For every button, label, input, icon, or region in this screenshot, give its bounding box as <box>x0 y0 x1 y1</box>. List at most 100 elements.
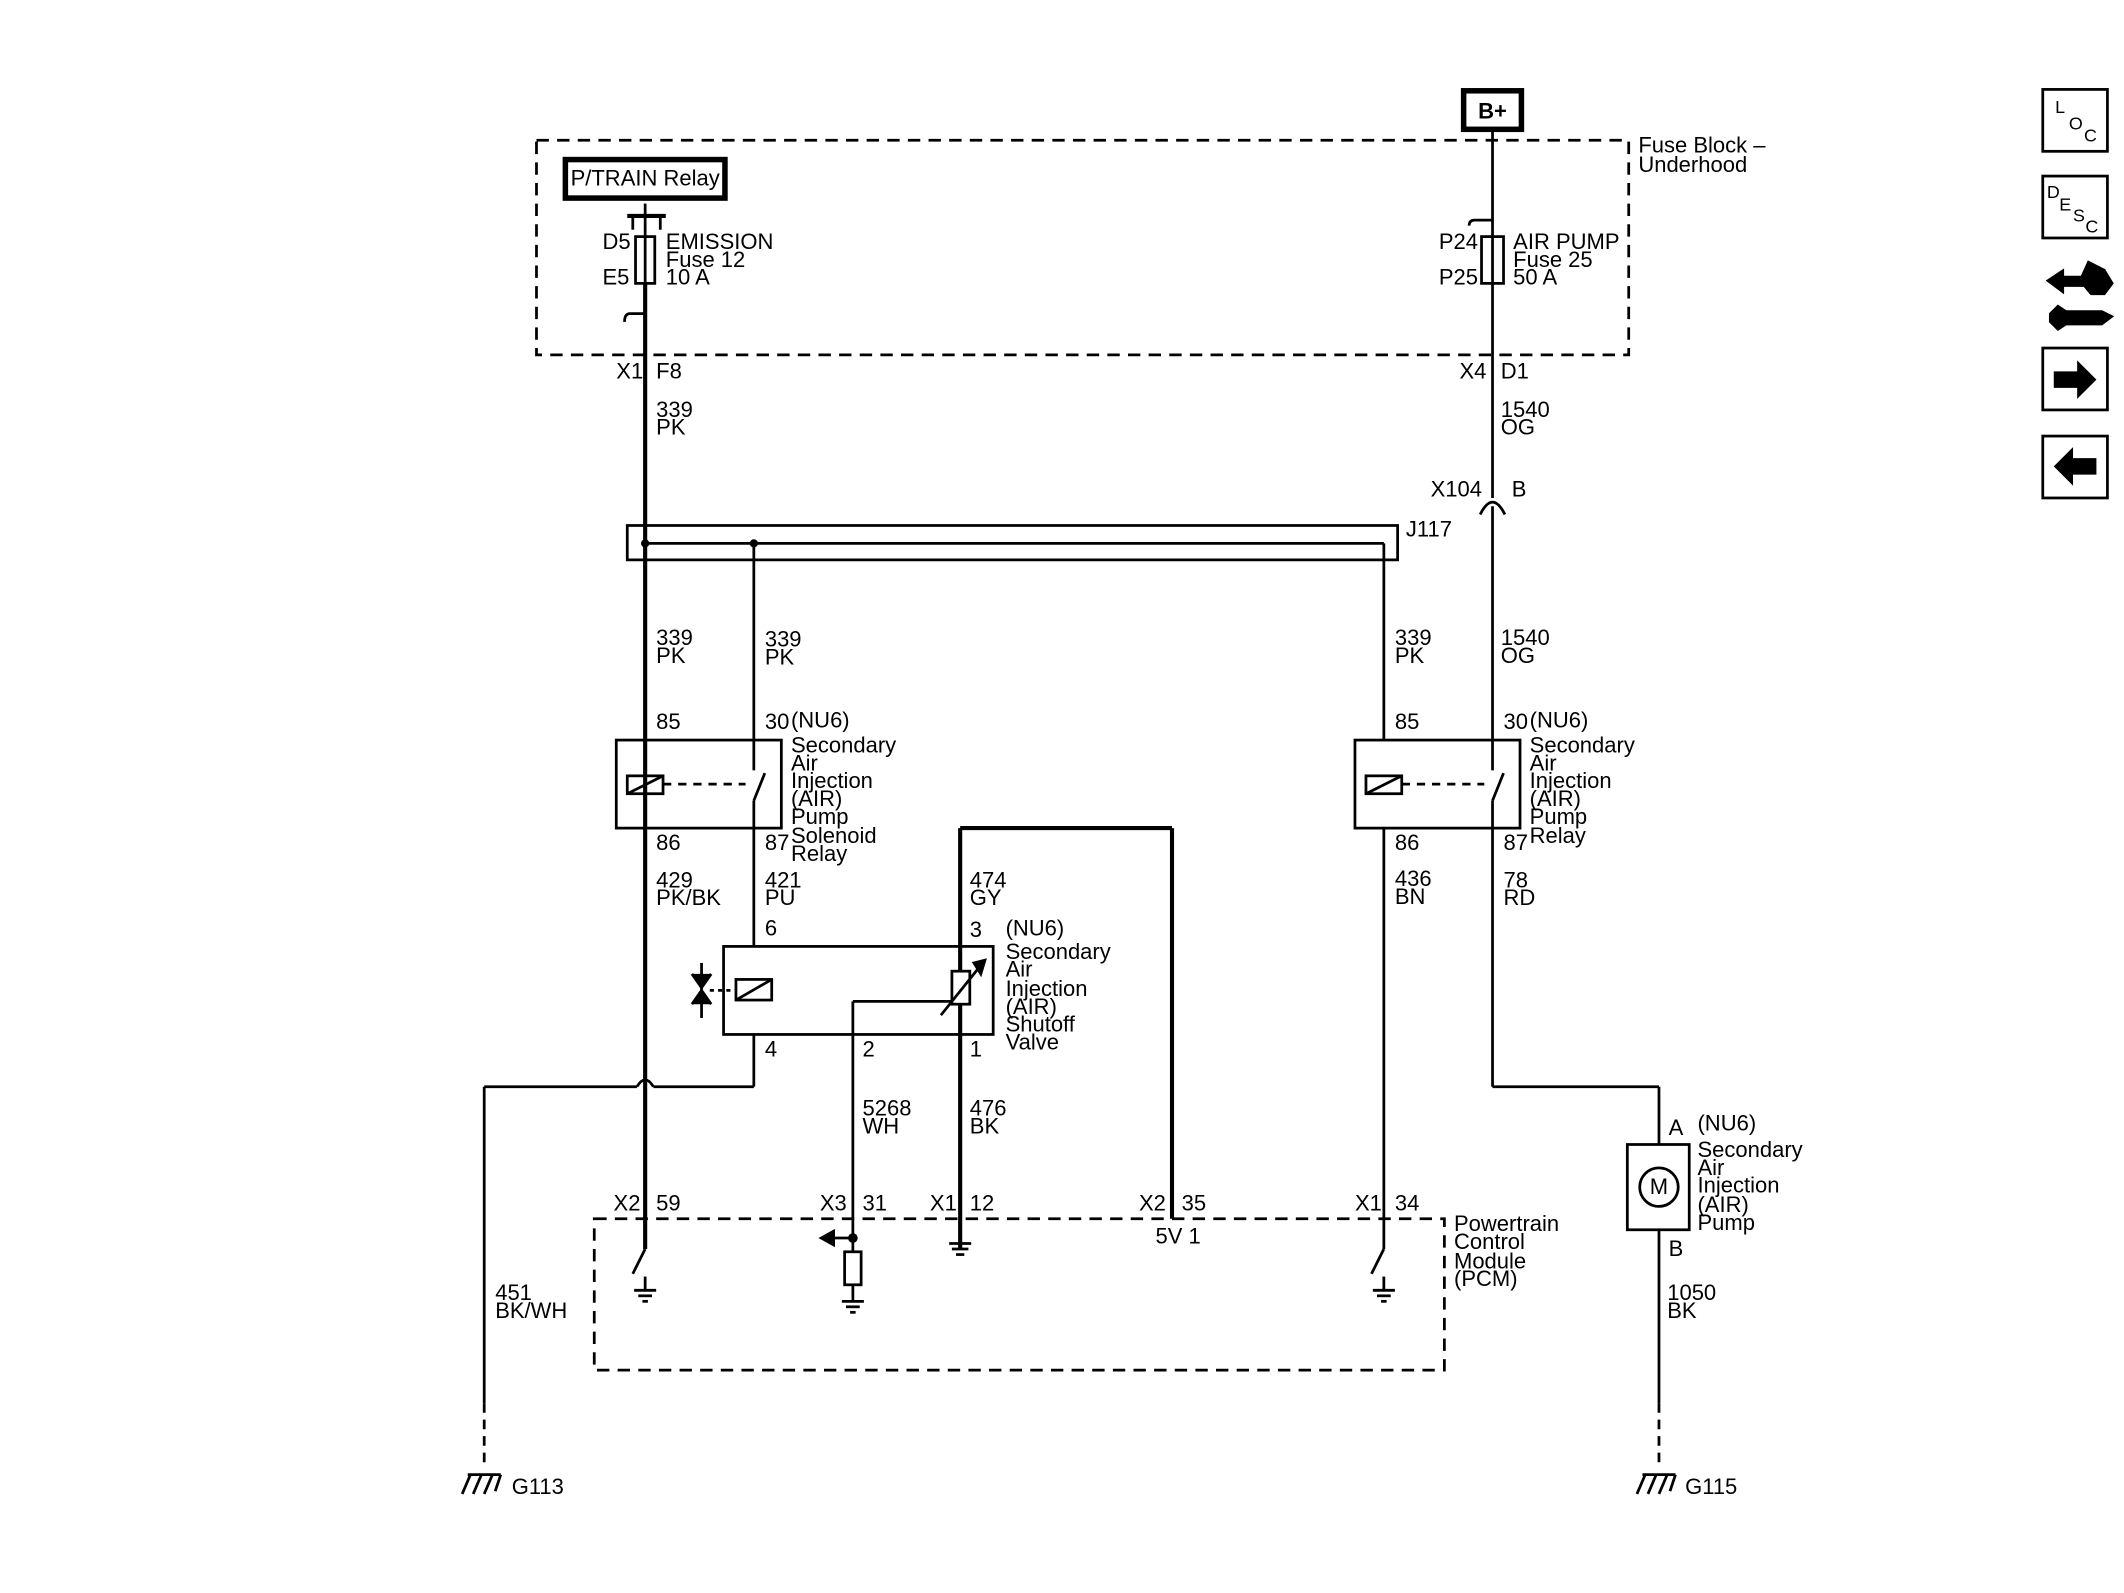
fuse-label: 50 A <box>1513 265 1557 290</box>
wire-label: OG <box>1501 415 1535 440</box>
fuse-label: Fuse 25 <box>1513 247 1593 272</box>
wire-label: 78 <box>1504 867 1528 892</box>
wire-label: GY <box>970 885 1002 910</box>
wire-label: 476 <box>970 1096 1007 1121</box>
pcm-module <box>592 1217 1446 1372</box>
wire-label: 339 <box>656 625 693 650</box>
component-label: Solenoid <box>791 823 877 848</box>
pin-label: B <box>1669 1236 1684 1261</box>
j117-splice <box>625 524 1399 562</box>
x104-connector <box>1478 500 1507 516</box>
component-label: Pump <box>791 804 848 829</box>
b-plus-label: B+ <box>1478 98 1507 123</box>
wire-label: 1540 <box>1501 625 1550 650</box>
option-code: (NU6) <box>1530 708 1589 733</box>
wire-label: BK <box>1667 1298 1697 1323</box>
wire-label: 421 <box>765 867 802 892</box>
pin-label: A <box>1669 1115 1684 1140</box>
pin-label: 31 <box>863 1191 887 1216</box>
pin-label: 3 <box>970 917 982 942</box>
component-label: Shutoff <box>1006 1012 1076 1037</box>
connector-label: X104 <box>1431 477 1482 502</box>
wire-label: 339 <box>1395 625 1432 650</box>
connector-label: X1 <box>930 1191 957 1216</box>
component-label: Secondary <box>1006 939 1111 964</box>
component-label: Air <box>1530 750 1557 775</box>
option-code: (NU6) <box>1697 1111 1756 1136</box>
component-label: Air <box>1697 1155 1724 1180</box>
wire-label: OG <box>1501 643 1535 668</box>
wire-label: BN <box>1395 884 1426 909</box>
pin-label: 59 <box>656 1191 680 1216</box>
pin-label: 85 <box>656 709 680 734</box>
component-label: (AIR) <box>1697 1192 1748 1217</box>
connector-label: X2 <box>614 1191 641 1216</box>
component-label: Pump <box>1530 804 1587 829</box>
location-button[interactable]: L O C <box>2041 88 2109 153</box>
wire-label: PK/BK <box>656 885 721 910</box>
pcm-label: (PCM) <box>1454 1266 1518 1291</box>
connector-label: X2 <box>1139 1191 1166 1216</box>
component-label: (AIR) <box>1006 994 1057 1019</box>
component-label: Injection <box>791 768 873 793</box>
wire-label: WH <box>863 1113 900 1138</box>
wire-label: BK <box>970 1113 1000 1138</box>
component-label: Air <box>1006 957 1033 982</box>
wire-label: PK <box>1395 643 1425 668</box>
pin-label: 12 <box>970 1191 994 1216</box>
circuit-label: 5V 1 <box>1156 1224 1201 1249</box>
pin-label: 35 <box>1182 1191 1206 1216</box>
connector-label: X3 <box>820 1191 847 1216</box>
description-button[interactable]: D E S C <box>2041 174 2109 240</box>
component-label: Secondary <box>1530 732 1635 757</box>
fuse-label: Fuse 12 <box>666 247 746 272</box>
component-label: Injection <box>1697 1173 1779 1198</box>
wire-label: PU <box>765 885 796 910</box>
pin-label: 86 <box>656 830 680 855</box>
connector-tools-button[interactable] <box>2045 260 2115 332</box>
air-pump-relay <box>1353 738 1522 830</box>
ptrain-relay <box>562 156 728 201</box>
option-code: (NU6) <box>1006 915 1065 940</box>
fuse-label: AIR PUMP <box>1513 229 1619 254</box>
component-label: Relay <box>1530 823 1586 848</box>
wire-label: 474 <box>970 867 1007 892</box>
component-label: Air <box>791 750 818 775</box>
wire-label: 5268 <box>863 1096 912 1121</box>
component-label: Secondary <box>791 732 896 757</box>
fuse-block-underhood <box>535 138 1631 357</box>
previous-page-button[interactable] <box>2041 434 2109 500</box>
component-label: (AIR) <box>1530 786 1581 811</box>
next-page-button[interactable] <box>2041 346 2109 412</box>
connector-label: X1 <box>616 358 643 383</box>
connector-tools-icon <box>2045 260 2114 296</box>
wire-label: 339 <box>765 627 802 652</box>
description-icon: E <box>2059 194 2071 214</box>
wire-label: PK <box>765 644 795 669</box>
location-icon: O <box>2069 113 2083 133</box>
component-label: Pump <box>1697 1210 1754 1235</box>
pcm-label: Powertrain <box>1454 1211 1559 1236</box>
fuse-block-label: Fuse Block – <box>1638 133 1766 158</box>
component-label: Injection <box>1530 768 1612 793</box>
connector-label: X4 <box>1460 358 1487 383</box>
location-icon: L <box>2055 97 2065 117</box>
ground-label: G113 <box>512 1474 564 1499</box>
wire-label: RD <box>1504 885 1536 910</box>
pin-label: 2 <box>863 1036 875 1061</box>
wire-label: PK <box>656 415 686 440</box>
fuse-block-label: Underhood <box>1638 152 1747 177</box>
component-label: Injection <box>1006 976 1088 1001</box>
air-shutoff-valve <box>722 945 995 1036</box>
wire-label: PK <box>656 643 686 668</box>
pin-label: 87 <box>1504 830 1528 855</box>
pin-label: 1 <box>970 1036 982 1061</box>
pin-label: 30 <box>1504 709 1528 734</box>
component-label: Valve <box>1006 1030 1059 1055</box>
g113-ground <box>460 1473 503 1495</box>
ptrain-relay-label: P/TRAIN Relay <box>571 166 720 191</box>
wrench-icon <box>2048 304 2115 332</box>
option-code: (NU6) <box>791 708 850 733</box>
pin-label: 87 <box>765 830 789 855</box>
